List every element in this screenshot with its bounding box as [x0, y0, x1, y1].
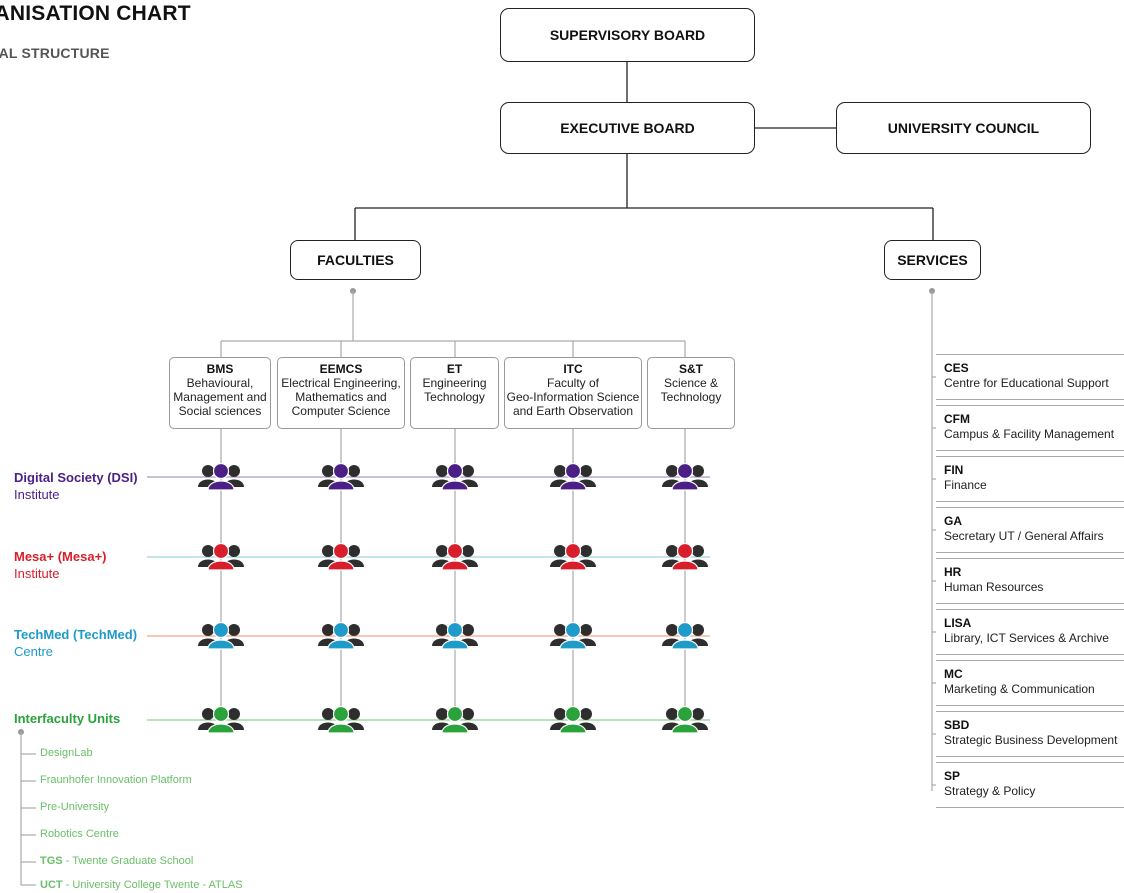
faculty-name: Faculty of Geo-Information Science and E… — [506, 376, 640, 418]
people-icon — [198, 462, 244, 496]
institute-label-techmed: TechMed (TechMed) Centre — [14, 626, 137, 660]
faculty-box-et: ET Engineering Technology — [410, 357, 499, 429]
institute-name: TechMed (TechMed) — [14, 627, 138, 642]
faculties-box: FACULTIES — [290, 240, 421, 280]
unit-item-tgs: TGS - Twente Graduate School — [40, 855, 194, 867]
people-icon — [318, 462, 364, 496]
institute-label-mesa: Mesa+ (Mesa+) Institute — [14, 548, 107, 582]
unit-item-designlab: DesignLab — [40, 747, 93, 759]
chart-title: GANISATION CHART — [0, 2, 191, 25]
people-icon — [198, 542, 244, 576]
institute-label-interfaculty: Interfaculty Units — [14, 710, 120, 727]
people-icon — [662, 542, 708, 576]
institute-type: Centre — [14, 644, 54, 659]
faculty-box-st: S&T Science & Technology — [647, 357, 735, 429]
faculty-name: Electrical Engineering, Mathematics and … — [281, 376, 401, 418]
people-icon — [318, 621, 364, 655]
people-icon — [550, 542, 596, 576]
people-icon — [662, 705, 708, 739]
faculty-name: Engineering Technology — [422, 376, 487, 404]
faculty-code: S&T — [679, 362, 703, 376]
faculty-box-bms: BMS Behavioural, Management and Social s… — [169, 357, 271, 429]
institute-label-dsi: Digital Society (DSI) Institute — [14, 469, 138, 503]
institute-type: Institute — [14, 487, 60, 502]
people-icon — [662, 621, 708, 655]
executive-board-box: EXECUTIVE BOARD — [500, 102, 755, 154]
faculty-code: ET — [446, 362, 463, 376]
institute-name: Digital Society (DSI) — [14, 470, 138, 485]
people-icon — [318, 705, 364, 739]
institute-type: Institute — [14, 566, 60, 581]
faculty-name: Science & Technology — [660, 376, 722, 404]
faculty-box-itc: ITC Faculty of Geo-Information Science a… — [504, 357, 642, 429]
unit-item-fraunhofer: Fraunhofer Innovation Platform — [40, 774, 192, 786]
people-icon — [550, 462, 596, 496]
people-icon — [662, 462, 708, 496]
supervisory-board-box: SUPERVISORY BOARD — [500, 8, 755, 62]
unit-item-pre-university: Pre-University — [40, 801, 110, 813]
people-icon — [318, 542, 364, 576]
chart-subtitle: RNAL STRUCTURE — [0, 45, 110, 61]
people-icon — [432, 542, 478, 576]
institute-name: Mesa+ (Mesa+) — [14, 549, 107, 564]
faculty-code: BMS — [206, 362, 234, 376]
faculty-name: Behavioural, Management and Social scien… — [173, 376, 267, 418]
people-icon — [198, 705, 244, 739]
unit-item-uct: UCT - University College Twente - ATLAS — [40, 879, 243, 891]
faculty-code: ITC — [563, 362, 583, 376]
institute-name: Interfaculty Units — [14, 711, 121, 726]
faculty-code: EEMCS — [319, 362, 363, 376]
people-icon — [432, 705, 478, 739]
services-box: SERVICES — [884, 240, 981, 280]
faculty-box-eemcs: EEMCS Electrical Engineering, Mathematic… — [277, 357, 405, 429]
university-council-box: UNIVERSITY COUNCIL — [836, 102, 1091, 154]
people-icon — [550, 621, 596, 655]
unit-item-robotics: Robotics Centre — [40, 828, 119, 840]
people-icon — [198, 621, 244, 655]
people-icon — [432, 621, 478, 655]
people-icon — [550, 705, 596, 739]
people-icon — [432, 462, 478, 496]
